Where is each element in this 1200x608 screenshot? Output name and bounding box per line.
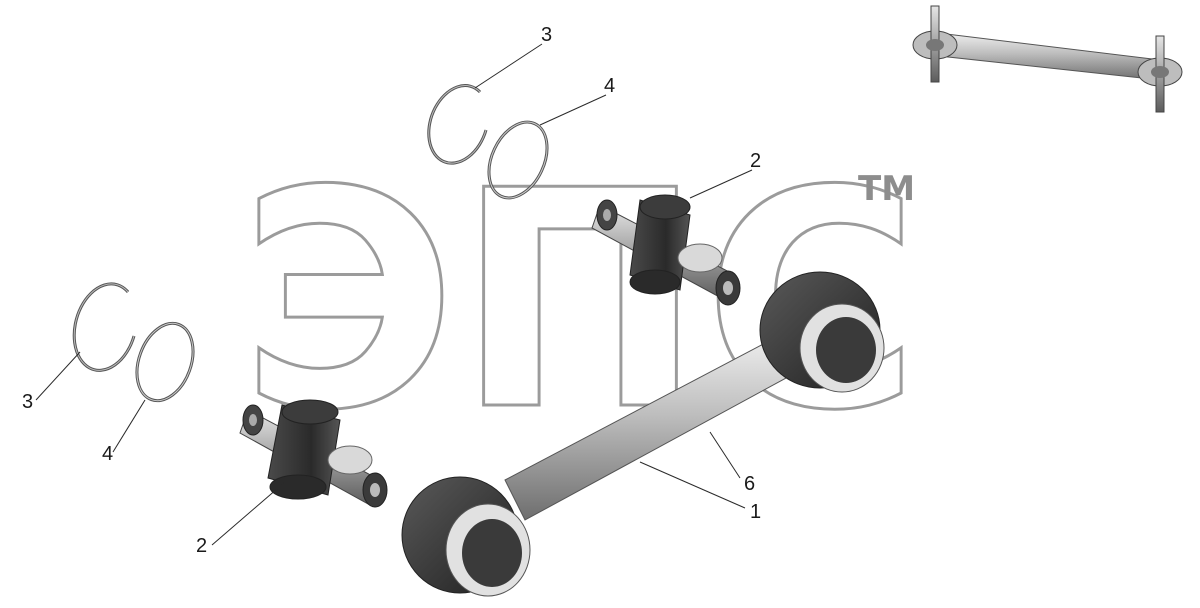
snap-ring-left (135, 321, 195, 403)
retaining-ring-left (72, 282, 136, 372)
retaining-ring-top (427, 84, 488, 165)
assembly-thumbnail (912, 5, 1183, 113)
leader-lines (35, 43, 753, 546)
callout-1: 1 (750, 501, 761, 523)
callout-3-left: 3 (22, 391, 33, 413)
watermark-trademark: TM (858, 169, 915, 209)
bushing-pin-top (591, 194, 741, 306)
callout-4-left: 4 (102, 443, 113, 465)
snap-ring-top (487, 120, 549, 200)
callout-6: 6 (744, 473, 755, 495)
callout-4-top: 4 (604, 75, 615, 97)
reaction-rod (401, 271, 885, 597)
callout-2-bottom: 2 (196, 535, 207, 557)
callout-2-top: 2 (750, 150, 761, 172)
callout-3-top: 3 (541, 24, 552, 46)
bushing-pin-bottom (239, 399, 388, 508)
callout-labels: 3 4 2 3 4 2 6 1 (22, 24, 761, 557)
